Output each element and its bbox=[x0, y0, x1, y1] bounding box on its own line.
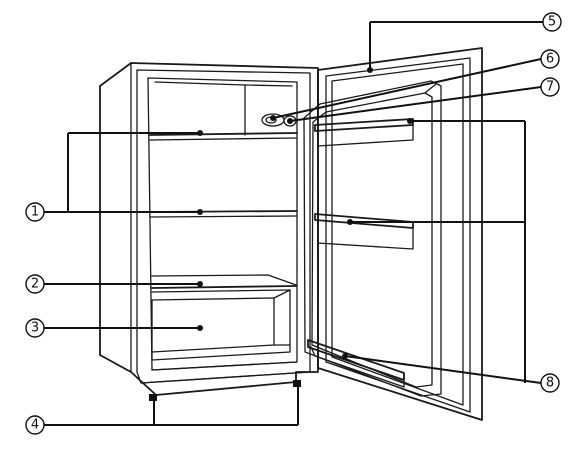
callout-4: 4 bbox=[25, 415, 45, 435]
svg-text:2: 2 bbox=[31, 277, 39, 292]
svg-text:1: 1 bbox=[31, 205, 39, 220]
leader-lines bbox=[44, 21, 543, 426]
adjustable-feet bbox=[149, 380, 301, 401]
door-bin-bottom bbox=[307, 339, 405, 388]
callout-5: 5 bbox=[542, 12, 562, 32]
crisper-drawer bbox=[151, 289, 291, 361]
svg-text:7: 7 bbox=[546, 80, 554, 95]
callout-8: 8 bbox=[540, 373, 560, 393]
door bbox=[303, 47, 483, 421]
svg-text:8: 8 bbox=[546, 376, 554, 391]
callout-7: 7 bbox=[540, 77, 560, 97]
svg-text:3: 3 bbox=[31, 321, 39, 336]
cabinet-body bbox=[99, 62, 319, 396]
callout-2: 2 bbox=[25, 274, 45, 294]
door-bin-top bbox=[314, 118, 414, 147]
callout-1: 1 bbox=[25, 202, 45, 222]
svg-text:6: 6 bbox=[546, 52, 554, 67]
svg-text:5: 5 bbox=[548, 15, 556, 30]
door-bin-middle bbox=[314, 213, 414, 250]
callout-3: 3 bbox=[25, 318, 45, 338]
svg-text:4: 4 bbox=[31, 418, 39, 433]
crisper-cover bbox=[151, 274, 297, 293]
callout-6: 6 bbox=[540, 49, 560, 69]
upper-shelf bbox=[149, 132, 298, 141]
